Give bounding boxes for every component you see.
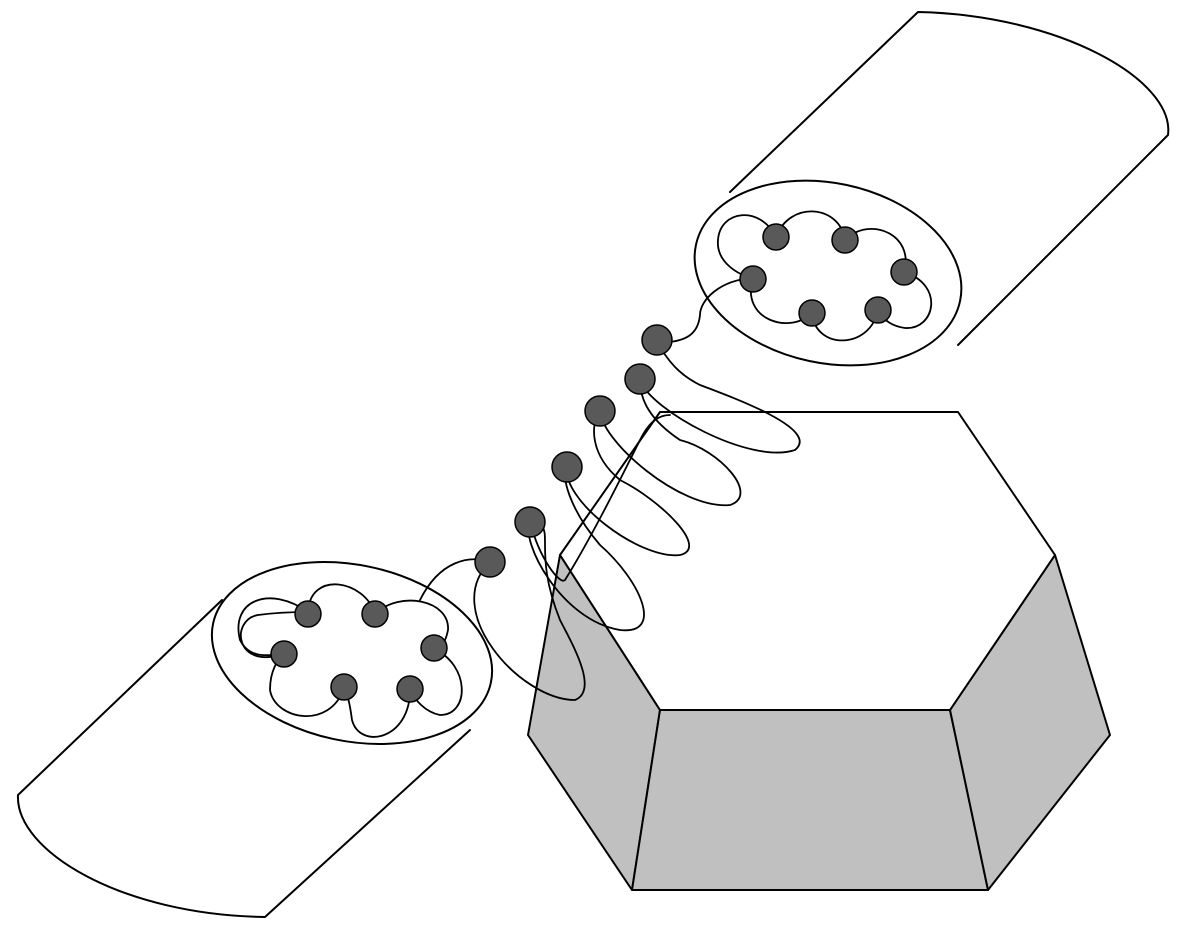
block-top-face <box>559 411 1056 711</box>
bridge-beads <box>474 324 673 578</box>
left-tip-end-face <box>210 561 494 745</box>
right-tip-bead-1 <box>762 223 790 251</box>
bridge-chain-coil <box>419 339 801 701</box>
bridge-chain <box>419 324 801 701</box>
bridge-bead-2 <box>514 506 546 538</box>
bridge-bead-5 <box>624 363 656 395</box>
left-tip-bead-5 <box>330 673 358 701</box>
bridge-bead-1 <box>474 546 506 578</box>
left-tip-bead-1 <box>294 600 322 628</box>
left-tip-bead-3 <box>270 640 298 668</box>
hexagonal-block <box>527 411 1111 891</box>
right-tip-bead-3 <box>739 265 767 293</box>
right-tip-bead-4 <box>890 258 918 286</box>
left-tip-bead-2 <box>361 600 389 628</box>
bridge-bead-3 <box>551 451 583 483</box>
right-tip-end-face <box>693 179 963 367</box>
bridge-bead-4 <box>584 395 616 427</box>
right-tip-bead-5 <box>798 299 826 327</box>
right-tip-bead-6 <box>864 296 892 324</box>
right-probe-tip <box>669 11 1170 367</box>
left-tip-bead-4 <box>420 634 448 662</box>
left-probe-tip <box>16 561 494 918</box>
right-tip-beads <box>739 223 918 327</box>
bridge-chain-spine <box>529 414 671 582</box>
block-side-front <box>631 709 989 891</box>
left-tip-beads <box>270 600 448 703</box>
right-tip-bead-2 <box>831 226 859 254</box>
bridge-bead-6 <box>641 324 673 356</box>
left-tip-bead-6 <box>396 675 424 703</box>
